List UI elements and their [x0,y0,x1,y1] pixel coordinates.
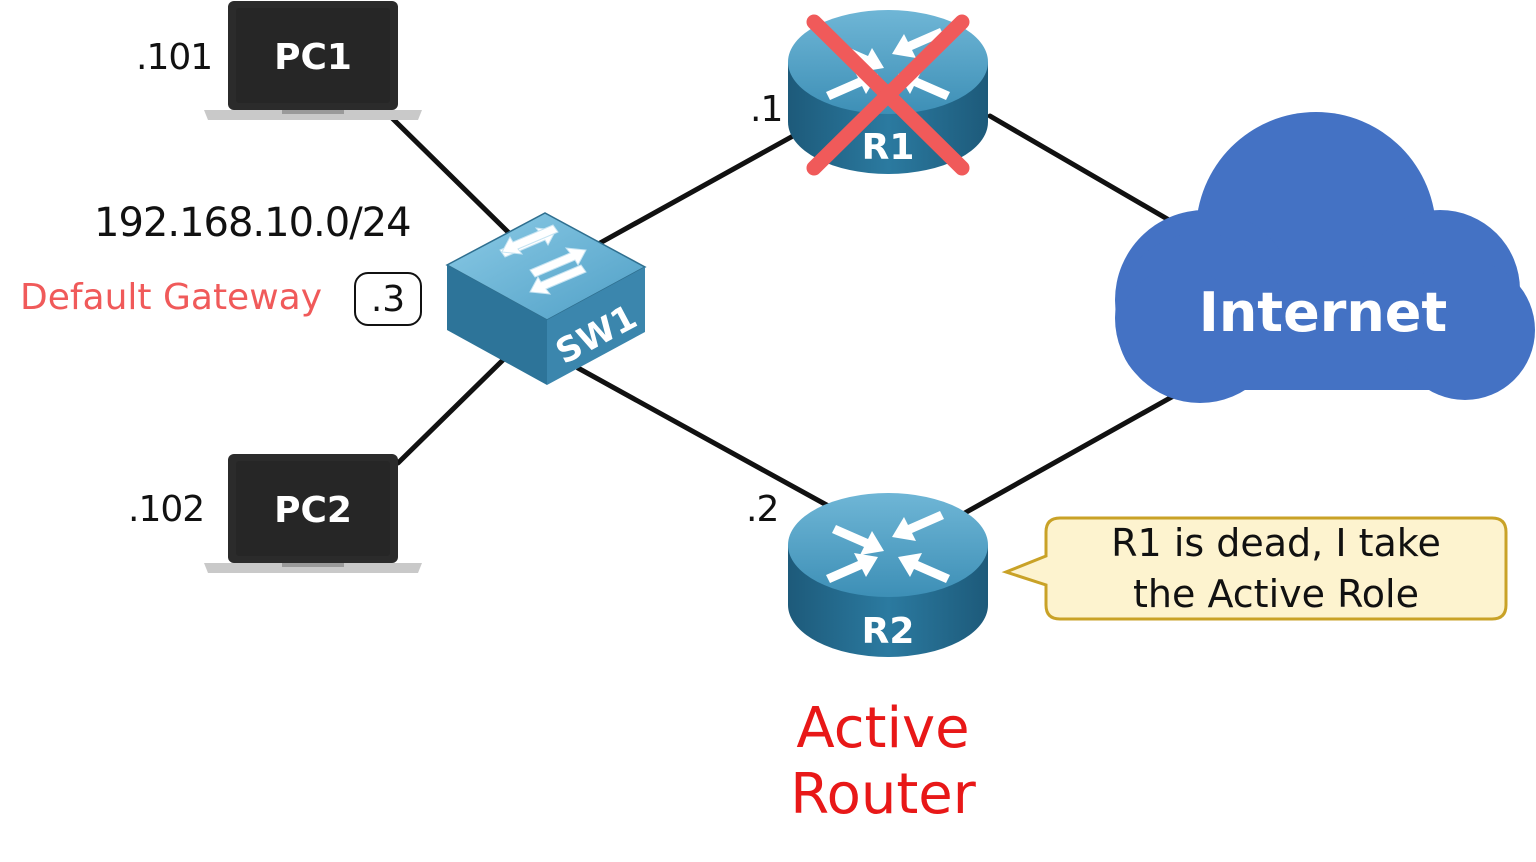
r1-ip: .1 [750,89,783,130]
link-r2-internet [960,386,1189,517]
pc2-ip: .102 [128,489,205,530]
default-gateway-label: Default Gateway [20,277,323,318]
speech-bubble-line2: the Active Role [1133,572,1419,616]
speech-bubble-line1: R1 is dead, I take [1111,520,1441,565]
r2-role-line1: Active [796,696,970,761]
link-sw1-r2 [575,365,835,511]
pc1-ip: .101 [136,37,213,78]
internet-cloud-icon [1115,112,1535,403]
pc2-label: PC2 [274,490,352,531]
default-gateway-ip: .3 [370,278,406,320]
r1-failed-x-icon [806,14,970,176]
link-pc2-sw1 [395,355,508,466]
r2-role-label: Active Router [753,696,1013,828]
pc2-laptop-icon[interactable] [204,454,422,573]
pc1-label: PC1 [274,37,352,78]
r2-label: R2 [861,611,915,652]
r2-role-line2: Router [790,762,976,828]
subnet-label: 192.168.10.0/24 [94,200,412,246]
link-sw1-r1 [597,133,796,246]
speech-bubble-text: R1 is dead, I take the Active Role [1046,520,1506,618]
pc1-laptop-icon[interactable] [204,1,422,120]
r1-label: R1 [861,127,915,168]
link-r1-internet [987,113,1203,241]
link-pc1-sw1 [389,115,513,237]
speech-bubble [1001,516,1508,621]
links [389,113,1203,517]
sw1-switch-icon[interactable]: SW1 [445,212,647,385]
r2-router-icon[interactable] [788,493,988,657]
internet-label: Internet [1198,281,1448,344]
default-gateway-ip-badge: .3 [354,272,422,326]
r2-ip: .2 [746,489,779,530]
